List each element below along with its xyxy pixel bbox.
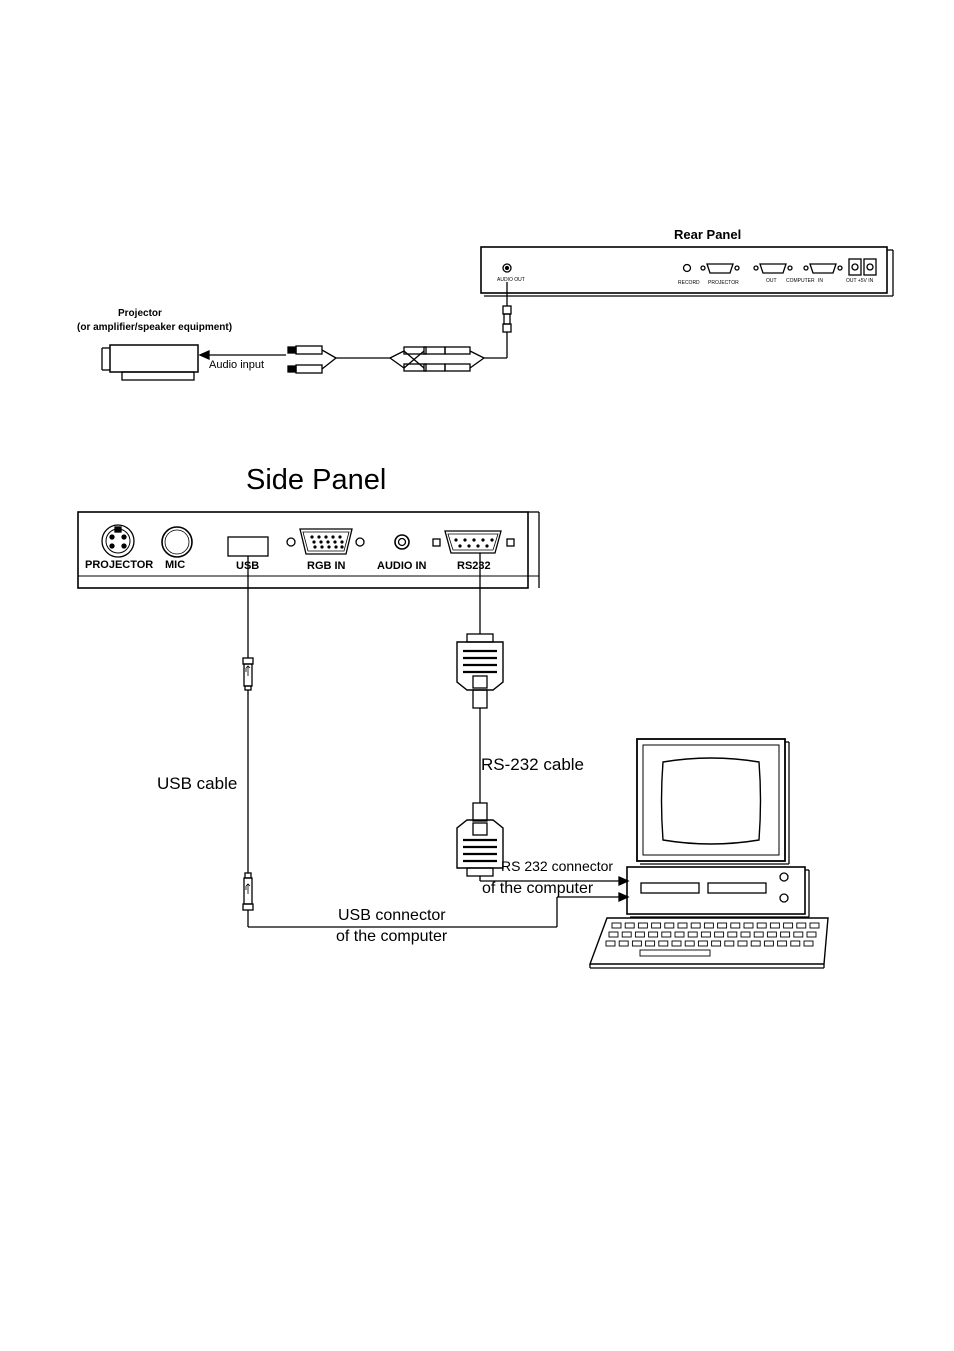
keyboard-key (638, 923, 647, 928)
keyboard-key (751, 941, 760, 946)
rear-dc-out-port (849, 259, 861, 275)
keyboard-key (649, 932, 658, 937)
keyboard-key (778, 941, 787, 946)
rear-panel-title: Rear Panel (674, 228, 741, 241)
keyboard-key (810, 923, 819, 928)
keyboard-key (678, 923, 687, 928)
keyboard-key (741, 932, 750, 937)
keyboard-key (767, 932, 776, 937)
rear-record-label: RECORD (678, 280, 700, 286)
keyboard-key (688, 932, 697, 937)
keyboard-key (665, 923, 674, 928)
keyboard-key (794, 932, 803, 937)
rs232-connector-label-line2: of the computer (482, 881, 593, 897)
keyboard-key (685, 941, 694, 946)
audio-input-label: Audio input (209, 360, 264, 371)
side-rgb-in-label: RGB IN (307, 561, 346, 572)
keyboard-key (781, 932, 790, 937)
rear-record-port (684, 265, 691, 272)
keyboard-key (701, 932, 710, 937)
side-mic-port (162, 527, 192, 557)
side-projector-port (102, 525, 134, 557)
keyboard-key (738, 941, 747, 946)
keyboard-key (704, 923, 713, 928)
keyboard-key (728, 932, 737, 937)
computer-case (627, 867, 809, 917)
keyboard-key (646, 941, 655, 946)
rear-dc-in-port (864, 259, 876, 275)
keyboard-key (691, 923, 700, 928)
keyboard-key (619, 941, 628, 946)
keyboard-key (764, 941, 773, 946)
keyboard-key (652, 923, 661, 928)
side-projector-label: PROJECTOR (85, 560, 153, 571)
rear-audio-out-label: AUDIO OUT (497, 277, 525, 283)
side-audio-in-port (395, 535, 409, 549)
side-mic-label: MIC (165, 560, 185, 571)
usb-connector-label-line2: of the computer (336, 929, 447, 945)
keyboard-key (659, 941, 668, 946)
keyboard-key (606, 941, 615, 946)
projector-label-line2: (or amplifier/speaker equipment) (77, 323, 232, 333)
keyboard-key (625, 923, 634, 928)
rs232-cable-label: RS-232 cable (481, 756, 584, 773)
rear-in-label: IN (818, 278, 823, 284)
side-panel-device (78, 512, 539, 588)
keyboard (590, 918, 828, 968)
keyboard-key (715, 932, 724, 937)
side-rs232-port (433, 531, 514, 553)
keyboard-key (744, 923, 753, 928)
side-usb-label: USB (236, 561, 259, 572)
rear-computer-label: COMPUTER (786, 278, 815, 284)
rear-computer-out-port (760, 264, 786, 273)
keyboard-key (609, 932, 618, 937)
keyboard-key (675, 932, 684, 937)
keyboard-key (725, 941, 734, 946)
keyboard-key (718, 923, 727, 928)
side-panel-title: Side Panel (246, 466, 386, 495)
keyboard-key (784, 923, 793, 928)
keyboard-key (754, 932, 763, 937)
usb-connector-label-line1: USB connector (338, 908, 446, 924)
keyboard-key (791, 941, 800, 946)
keyboard-key (635, 932, 644, 937)
projector-device (102, 345, 198, 380)
rear-out-label: OUT (766, 278, 777, 284)
keyboard-key (632, 941, 641, 946)
keyboard-key (672, 941, 681, 946)
keyboard-key (770, 923, 779, 928)
usb-cable-label: USB cable (157, 775, 237, 792)
keyboard-key (612, 923, 621, 928)
rear-dc-label: OUT +5V IN (846, 278, 874, 284)
keyboard-key (622, 932, 631, 937)
keyboard-key (731, 923, 740, 928)
keyboard-key (712, 941, 721, 946)
projector-label-line1: Projector (118, 309, 162, 319)
keyboard-key (698, 941, 707, 946)
keyboard-key (807, 932, 816, 937)
keyboard-key (797, 923, 806, 928)
rear-computer-in-port (810, 264, 836, 273)
computer-monitor (637, 739, 789, 864)
rear-projector-label: PROJECTOR (708, 280, 739, 286)
side-usb-port (228, 537, 268, 556)
keyboard-key (757, 923, 766, 928)
keyboard-key (662, 932, 671, 937)
side-rgb-in-port (287, 529, 364, 554)
rear-projector-port (707, 264, 733, 273)
rear-audio-cable (288, 282, 511, 373)
side-rs232-label: RS232 (457, 561, 491, 572)
rs232-cable (457, 553, 628, 885)
side-audio-in-label: AUDIO IN (377, 561, 427, 572)
keyboard-key (804, 941, 813, 946)
rear-panel-device (481, 247, 893, 296)
rs232-connector-label-line1: RS 232 connector (501, 859, 613, 873)
